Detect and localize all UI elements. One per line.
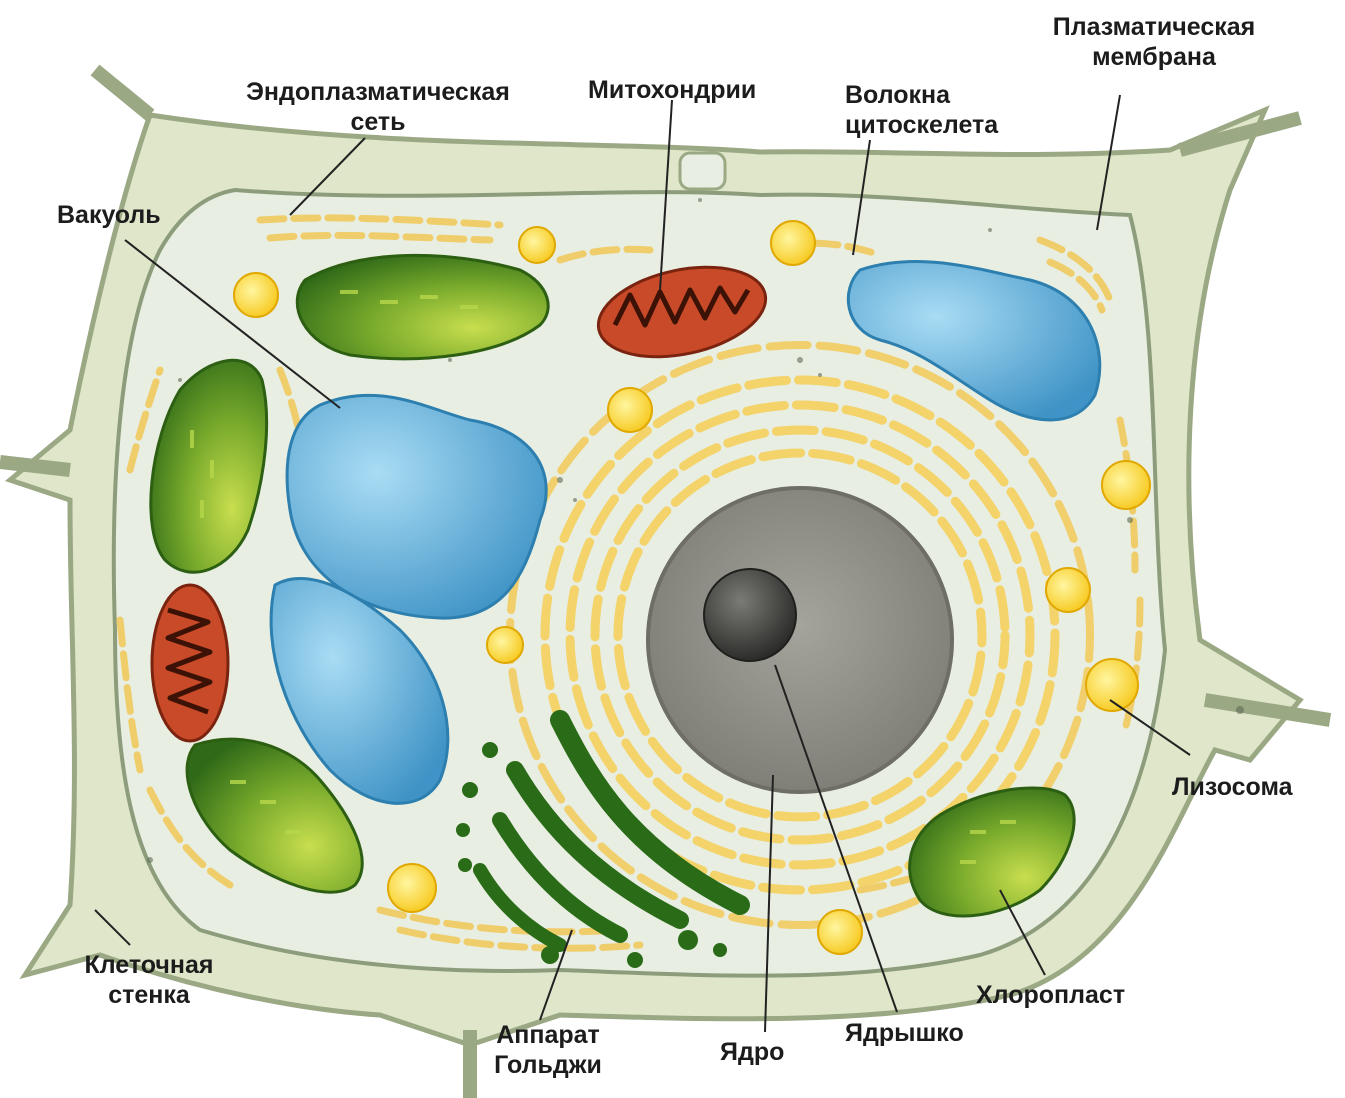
label-plasma-membrane: Плазматическая мембрана [1015,12,1293,72]
label-cytoskeleton: Волокна цитоскелета [845,80,998,140]
label-chloroplast: Хлоропласт [976,980,1125,1010]
label-cyto-line2: цитоскелета [845,110,998,140]
label-nucleus: Ядро [720,1037,784,1067]
label-lysosome: Лизосома [1172,772,1293,802]
label-wall-line1: Клеточная [58,950,240,980]
label-golgi-line1: Аппарат [470,1020,626,1050]
label-cyto-line1: Волокна [845,80,998,110]
label-er-line2: сеть [200,107,556,137]
mitochondrion-left [152,585,228,741]
label-golgi: Аппарат Гольджи [470,1020,626,1080]
wall-plasmodesma [680,153,725,189]
label-cell-wall: Клеточная стенка [58,950,240,1010]
label-membrane-line2: мембрана [1015,42,1293,72]
label-vacuole: Вакуоль [57,200,161,230]
label-nucleolus: Ядрышко [845,1018,964,1048]
nucleus [648,488,952,792]
label-endoplasmic-reticulum: Эндоплазматическая сеть [200,77,556,137]
label-er-line1: Эндоплазматическая [200,77,556,107]
label-wall-line2: стенка [58,980,240,1010]
wall-branch-left [0,462,70,470]
wall-branch-top-left [95,70,150,115]
label-mitochondria: Митохондрии [588,75,756,105]
label-membrane-line1: Плазматическая [1015,12,1293,42]
nucleolus [704,569,796,661]
label-golgi-line2: Гольджи [470,1050,626,1080]
